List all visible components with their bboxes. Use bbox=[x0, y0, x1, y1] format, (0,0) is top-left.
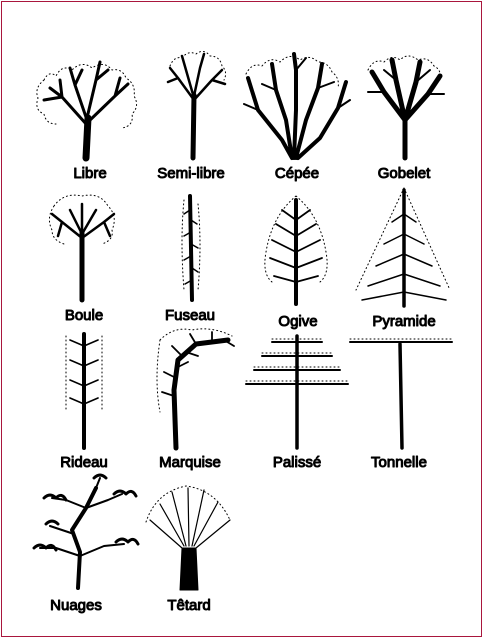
nuages-label: Nuages bbox=[50, 597, 102, 614]
semi-libre-label: Semi-libre bbox=[157, 165, 225, 182]
tetard-label: Têtard bbox=[167, 597, 210, 614]
ogive-label: Ogive bbox=[278, 313, 317, 330]
boule-tree-icon bbox=[49, 195, 114, 300]
libre-tree-icon bbox=[37, 62, 137, 158]
tetard-tree-icon bbox=[146, 486, 230, 590]
libre-label: Libre bbox=[73, 165, 106, 182]
tonnelle-tree-icon bbox=[350, 339, 452, 448]
marquise-label: Marquise bbox=[159, 454, 221, 471]
fuseau-tree-icon bbox=[182, 196, 200, 300]
cepee-tree-icon bbox=[244, 54, 350, 158]
cepee-label: Cépée bbox=[275, 165, 319, 182]
tonnelle-label: Tonnelle bbox=[371, 454, 427, 471]
nuages-tree-icon bbox=[34, 475, 138, 588]
gobelet-tree-icon bbox=[368, 56, 444, 158]
boule-label: Boule bbox=[65, 307, 103, 324]
ogive-tree-icon bbox=[265, 196, 327, 304]
rideau-tree-icon bbox=[66, 334, 102, 448]
pyramide-label: Pyramide bbox=[372, 313, 435, 330]
rideau-label: Rideau bbox=[60, 454, 108, 471]
marquise-tree-icon bbox=[157, 329, 234, 448]
semi-libre-tree-icon bbox=[168, 51, 226, 158]
pyramide-tree-icon bbox=[356, 188, 450, 306]
palisse-label: Palissé bbox=[273, 454, 321, 471]
fuseau-label: Fuseau bbox=[165, 307, 215, 324]
palisse-tree-icon bbox=[246, 336, 348, 448]
gobelet-label: Gobelet bbox=[378, 165, 431, 182]
